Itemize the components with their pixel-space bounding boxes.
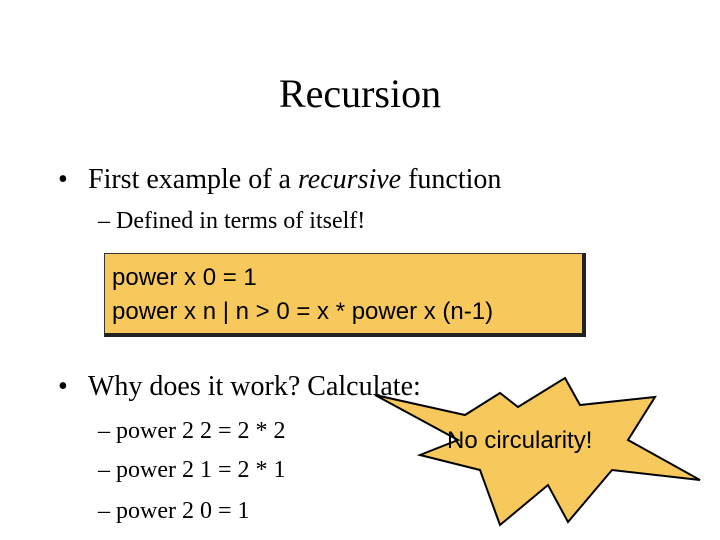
code-box (104, 253, 586, 337)
bullet-marker: • (58, 371, 68, 402)
bullet-1-text-a: First example of a (88, 164, 298, 195)
calc-line-1: – power 2 2 = 2 * 2 (98, 418, 286, 444)
bullet-marker: • (58, 164, 68, 195)
code-line-1: power x 0 = 1 (112, 264, 257, 291)
calc-line-2: – power 2 1 = 2 * 1 (98, 457, 286, 483)
code-line-2: power x n | n > 0 = x * power x (n-1) (112, 298, 494, 325)
calc-line-3: – power 2 0 = 1 (98, 498, 250, 524)
bullet-1: • First example of a recursive function (58, 164, 501, 196)
callout-text: No circularity! (447, 427, 593, 454)
bullet-1-sub: – Defined in terms of itself! (98, 208, 366, 234)
bullet-1-emphasis: recursive (297, 164, 402, 195)
bullet-2: • Why does it work? Calculate: (58, 371, 421, 403)
bullet-2-text: Why does it work? Calculate: (88, 371, 421, 402)
slide-title: Recursion (278, 71, 442, 116)
bullet-1-text-b: function (401, 164, 502, 195)
